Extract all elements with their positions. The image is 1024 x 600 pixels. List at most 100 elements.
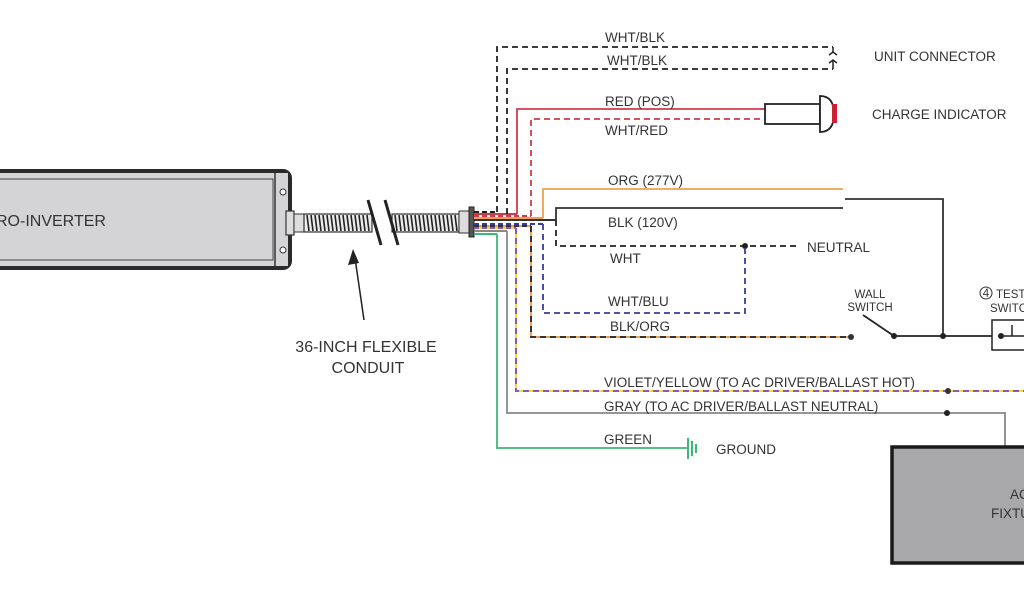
wire-violet-yellow	[515, 228, 1024, 394]
wire-wht	[555, 220, 800, 249]
conduit-collar-left	[293, 213, 305, 233]
conduit-rib	[362, 214, 366, 232]
conduit-rib	[418, 214, 422, 232]
test-switch-label-line1: TEST	[996, 289, 1024, 301]
screw-icon	[279, 188, 287, 196]
wire-blk	[555, 207, 843, 220]
ground-icon	[687, 438, 697, 459]
arrow-head-icon	[348, 249, 359, 265]
conduit-rib	[406, 214, 410, 232]
wire-gray	[506, 231, 1006, 447]
junction-dot	[945, 388, 951, 394]
break-mark	[366, 199, 383, 246]
wire-label-wht-blk-1: WHT/BLK	[605, 30, 665, 45]
break-mark	[383, 199, 400, 246]
conduit-label-line1: 36-INCH FLEXIBLE	[295, 339, 436, 356]
wall-switch-icon	[862, 314, 992, 339]
wire-org	[542, 188, 843, 218]
wire-label-violet-yellow: VIOLET/YELLOW (TO AC DRIVER/BALLAST HOT)	[604, 375, 915, 390]
conduit-rib	[334, 214, 338, 232]
flexible-conduit	[285, 199, 475, 246]
conduit-rib	[358, 214, 362, 232]
test-switch-icon	[979, 286, 1024, 351]
junction-dot	[848, 334, 854, 340]
wire-label-blk-org: BLK/ORG	[610, 319, 670, 334]
conduit-collar-right	[458, 210, 470, 234]
supply-line	[845, 198, 944, 335]
conduit-rib	[446, 214, 450, 232]
screw-icon	[279, 246, 287, 254]
conduit-rib	[422, 214, 426, 232]
junction-dot	[944, 410, 950, 416]
unit-connector-label: UNIT CONNECTOR	[874, 49, 996, 64]
wire-label-wht: WHT	[610, 251, 641, 266]
wire-label-org: ORG (277V)	[608, 173, 683, 188]
conduit-rib	[318, 214, 322, 232]
wall-switch-label-line2: SWITCH	[847, 302, 892, 314]
conduit-rib	[330, 214, 334, 232]
wire-label-wht-blk-2: WHT/BLK	[607, 53, 667, 68]
conduit-rib	[326, 214, 330, 232]
test-switch-number: 4	[983, 288, 990, 300]
conduit-rib	[454, 214, 458, 232]
conduit-rib	[450, 214, 454, 232]
conduit-rib	[310, 214, 314, 232]
conduit-arrow	[348, 249, 365, 321]
conduit-fitting-left	[285, 210, 295, 236]
fixture-label-line2: FIXTURE	[991, 506, 1024, 521]
wire-wht-red	[530, 118, 765, 216]
fixture-box	[890, 445, 1024, 565]
junction-dot	[940, 333, 946, 339]
wire-label-red: RED (POS)	[605, 94, 675, 109]
conduit-rib	[314, 214, 318, 232]
conduit-rib	[354, 214, 358, 232]
charge-indicator-label: CHARGE INDICATOR	[872, 107, 1007, 122]
conduit-segment	[303, 213, 373, 233]
step-number-badge	[979, 286, 993, 300]
conduit-rib	[426, 214, 430, 232]
conduit-label-line2: CONDUIT	[332, 360, 405, 377]
wire-wht-blk-1	[496, 46, 833, 212]
ac-fixture	[890, 445, 1024, 565]
conduit-rib	[398, 214, 402, 232]
inverter-endcap	[275, 173, 288, 266]
conduit-rib	[402, 214, 406, 232]
unit-connector-icon	[828, 47, 838, 69]
conduit-rib	[342, 214, 346, 232]
conduit-fitting-right	[468, 206, 475, 238]
conduit-rib	[346, 214, 350, 232]
wire-green	[496, 234, 688, 449]
inverter-label: RO-INVERTER	[0, 213, 106, 230]
wire-wht-blu	[542, 224, 746, 314]
conduit-rib	[438, 214, 442, 232]
conduit-rib	[434, 214, 438, 232]
ground-label: GROUND	[716, 442, 776, 457]
wire-label-wht-red: WHT/RED	[605, 123, 668, 138]
conduit-rib	[338, 214, 342, 232]
micro-inverter: RO-INVERTER	[0, 169, 292, 270]
wire-label-wht-blu: WHT/BLU	[608, 294, 669, 309]
wire-red	[516, 108, 765, 214]
wall-switch-label-line1: WALL	[855, 289, 886, 301]
wire-blk-org	[530, 226, 854, 340]
wire-wht-blk-2	[506, 68, 833, 214]
conduit-rib	[394, 214, 398, 232]
junction-dot	[742, 243, 748, 249]
fixture-label-line1: AC	[1010, 487, 1024, 502]
wire-label-blk: BLK (120V)	[608, 215, 678, 230]
wire-label-gray: GRAY (TO AC DRIVER/BALLAST NEUTRAL)	[604, 399, 878, 414]
conduit-rib	[322, 214, 326, 232]
arrow-line	[354, 257, 365, 321]
charge-indicator-icon	[764, 95, 837, 133]
conduit-rib	[350, 214, 354, 232]
conduit-rib	[410, 214, 414, 232]
conduit-rib	[414, 214, 418, 232]
conduit-ribs	[303, 213, 460, 233]
wire-label-green: GREEN	[604, 432, 652, 447]
wire-bundle	[474, 211, 556, 235]
conduit-rib	[366, 214, 370, 232]
inverter-panel	[0, 178, 274, 261]
neutral-label: NEUTRAL	[807, 240, 871, 255]
conduit-rib	[306, 214, 310, 232]
